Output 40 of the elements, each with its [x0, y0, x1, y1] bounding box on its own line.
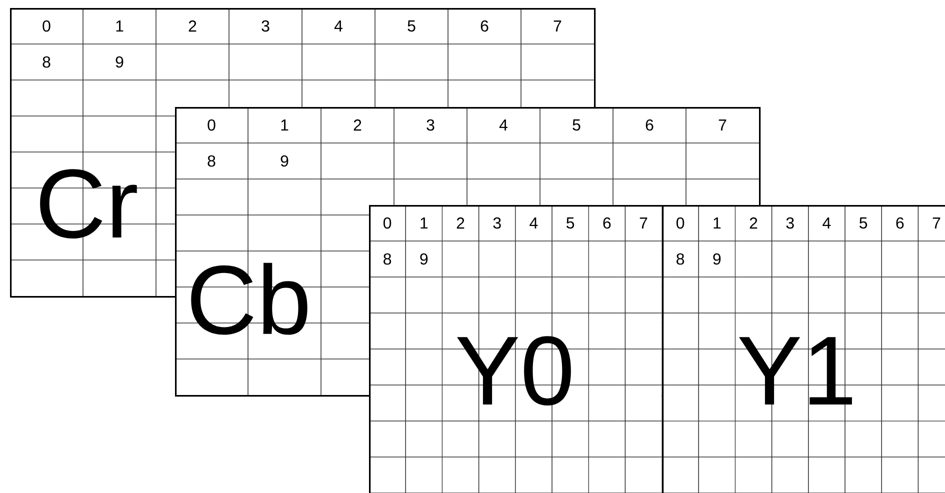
- grid-cell: 1: [714, 218, 721, 228]
- grid-cell: 9: [116, 56, 124, 68]
- grid-cell: 2: [188, 20, 196, 32]
- grid-cell: 9: [420, 253, 428, 265]
- grid-cell: 3: [493, 217, 501, 229]
- grid-cell: 6: [896, 217, 904, 229]
- grid-cell: 0: [42, 20, 50, 32]
- grid-cell: 8: [676, 253, 684, 265]
- grid-cell: 1: [116, 20, 124, 32]
- grid-cell: 9: [280, 155, 288, 167]
- grid-cell: 8: [384, 253, 392, 265]
- grid-cell: 3: [426, 119, 434, 131]
- grid-cell: 4: [334, 20, 342, 32]
- grid-cell: 2: [750, 217, 758, 229]
- grid-cell: 8: [42, 56, 50, 68]
- grid-cell: 7: [640, 218, 648, 228]
- grid-cell: 0: [383, 217, 392, 229]
- grid-cell: 5: [860, 217, 868, 229]
- grid-cell: 7: [718, 120, 726, 130]
- grid-cell: 2: [456, 217, 464, 229]
- grid-cell: 2: [354, 119, 362, 131]
- grid-cell: 1: [420, 218, 428, 228]
- grid-cell: 4: [499, 120, 508, 130]
- grid-cell: 9: [713, 253, 721, 265]
- grid-cell: 8: [208, 155, 216, 167]
- grid-cell: 1: [281, 120, 288, 130]
- grid-cell: 5: [408, 20, 416, 32]
- grid-cell: 0: [208, 119, 216, 131]
- grid-cell: 3: [786, 217, 794, 229]
- grid-cell: 6: [646, 119, 654, 131]
- grid-cell: 7: [554, 20, 562, 32]
- grid-cell: 0: [676, 217, 684, 229]
- grid-cell: 4: [822, 218, 831, 228]
- grid-cell: 6: [480, 20, 488, 32]
- grid-cell: 6: [603, 217, 611, 229]
- grid-cell: 3: [262, 20, 270, 32]
- grid-cell: 7: [932, 218, 940, 228]
- grid-cell: 5: [566, 217, 574, 229]
- grid-cell: 5: [572, 119, 580, 131]
- grid-cell: 4: [530, 218, 538, 228]
